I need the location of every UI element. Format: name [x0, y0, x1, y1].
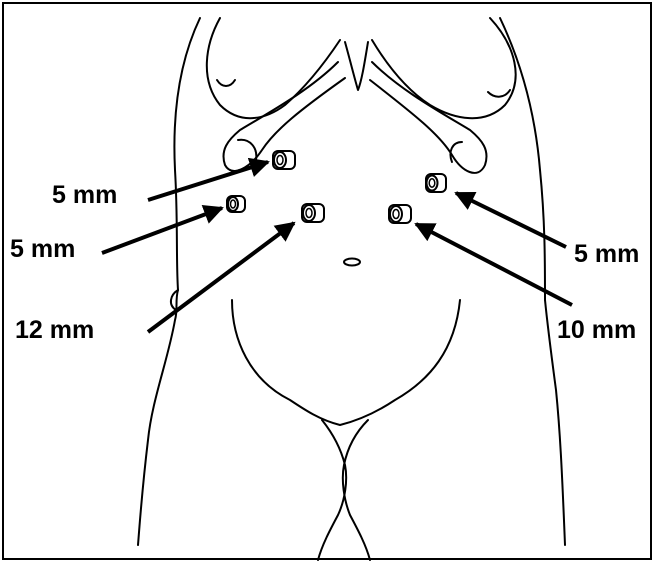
arrow-5mm-right [456, 193, 566, 247]
left-thigh-inner [318, 420, 346, 560]
body-outline [138, 18, 565, 560]
left-upper-arm [174, 18, 200, 290]
port-label-10mm: 10 mm [557, 318, 636, 343]
port-label-5mm-upper-left: 5 mm [52, 183, 117, 208]
left-breast [207, 18, 340, 118]
sternum-notch [345, 42, 368, 90]
navel [344, 259, 360, 266]
left-flank [138, 290, 178, 545]
trocar-port-5mm-left [227, 196, 245, 212]
arrow-12mm [148, 223, 294, 332]
port-label-12mm: 12 mm [15, 318, 94, 343]
left-rib-fold [238, 140, 256, 160]
ports [227, 151, 446, 223]
arrow-5mm-left [102, 208, 222, 253]
trocar-port-5mm-right [426, 174, 446, 192]
port-label-5mm-left: 5 mm [10, 237, 75, 262]
arrow-5mm-upper-left [148, 162, 268, 200]
trocar-port-10mm [389, 205, 411, 223]
right-nipple [488, 90, 510, 97]
lower-abdomen [232, 300, 460, 425]
right-rib-fold [450, 142, 462, 162]
trocar-port-12mm [302, 204, 324, 222]
port-label-5mm-right: 5 mm [574, 242, 639, 267]
trocar-port-5mm-upper-left [273, 151, 295, 169]
right-thigh-inner [343, 420, 370, 560]
right-upper-arm [500, 18, 545, 300]
right-breast [372, 18, 516, 118]
left-nipple [217, 80, 235, 86]
arrow-10mm [416, 224, 572, 305]
